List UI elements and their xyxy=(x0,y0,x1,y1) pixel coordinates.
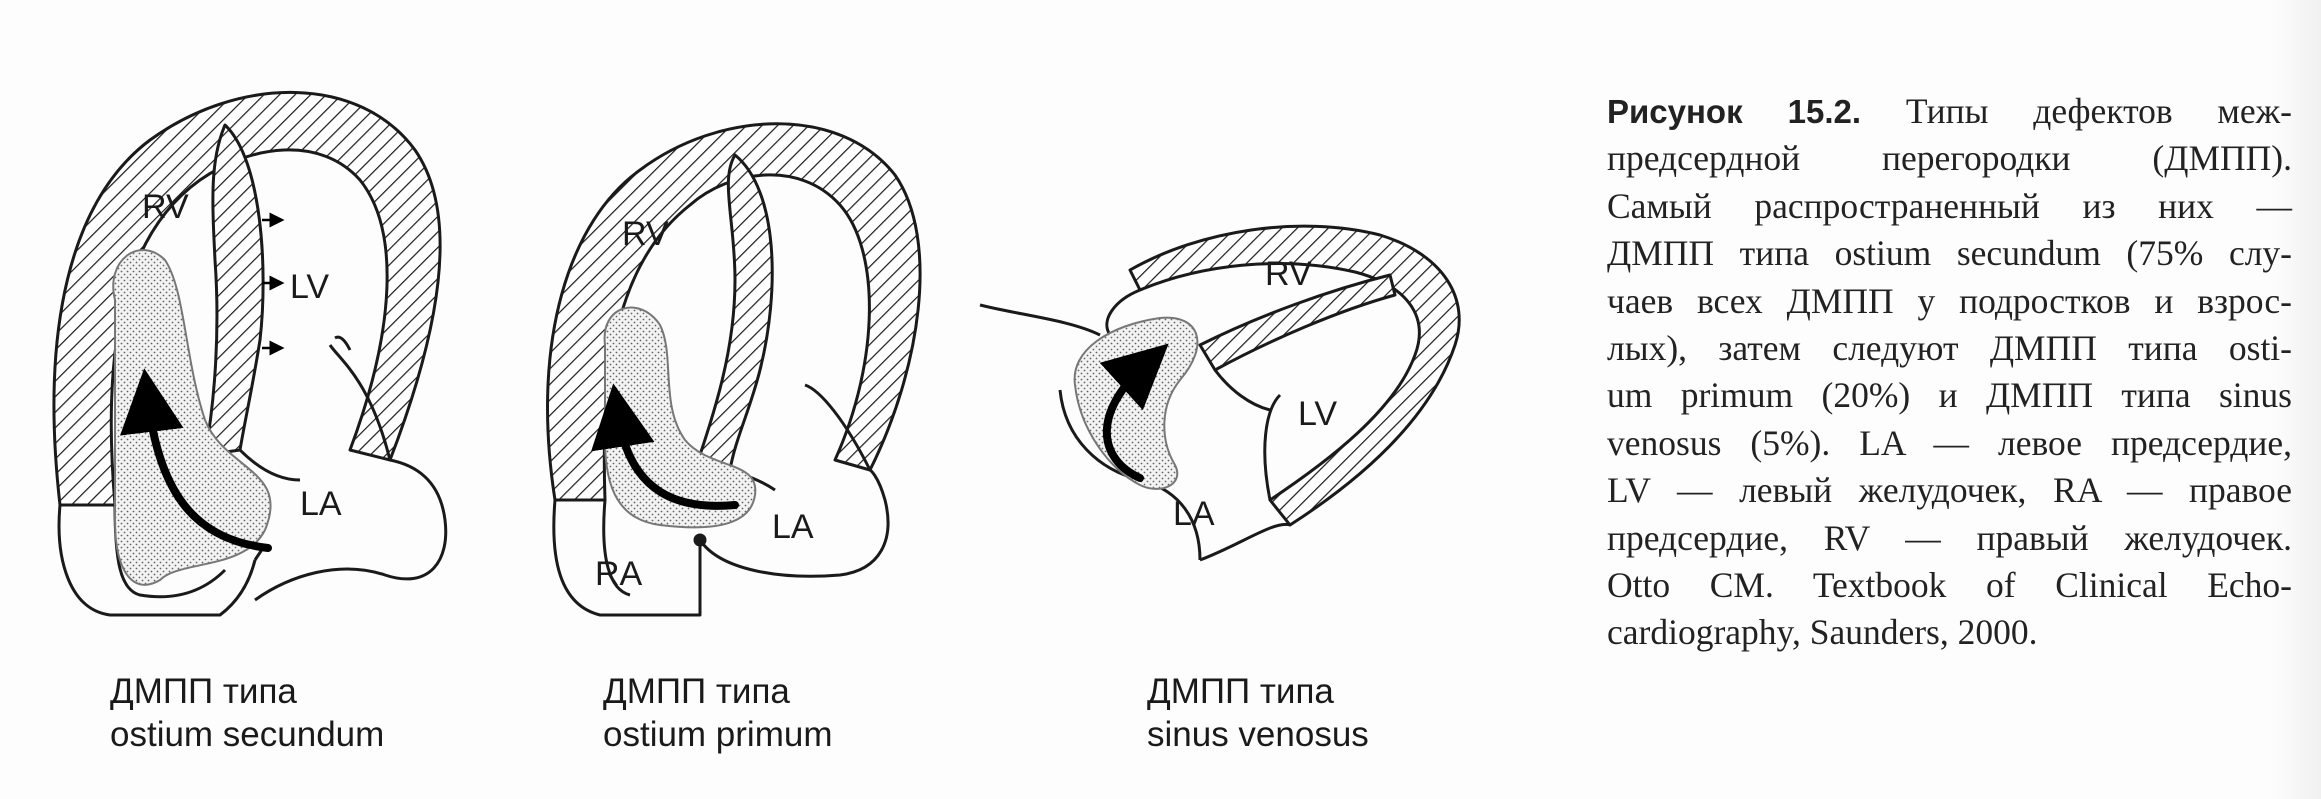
page-edge-shadow xyxy=(2271,0,2321,799)
ventricle-wall xyxy=(1128,224,1461,527)
caption-line: ДМПП типа ostium secundum (75% слу- xyxy=(1607,233,2292,274)
label-la-2: LA xyxy=(772,508,814,546)
flow-arrow xyxy=(1099,343,1169,482)
ventricular-septum xyxy=(1198,273,1397,372)
shunt-region xyxy=(112,249,272,586)
label-la-1: LA xyxy=(300,485,342,523)
panel-caption-secundum: ДМПП типа ostium secundum xyxy=(110,670,384,756)
panel-caption-sinus: ДМПП типа sinus venosus xyxy=(1147,670,1369,756)
caption-line: cardiography, Saunders, 2000. xyxy=(1607,612,2038,653)
flow-arrow xyxy=(591,383,739,510)
flow-arrow xyxy=(120,368,272,552)
ventricle-wall xyxy=(52,90,442,507)
panel-sinus-venosus xyxy=(979,224,1461,562)
panel-caption-line: ostium secundum xyxy=(110,715,385,754)
panel-caption-line: ДМПП типа xyxy=(110,672,297,711)
heart-diagrams: RV LV LA RV RA LA RV LV LA xyxy=(52,90,1461,617)
small-arrows xyxy=(262,212,285,356)
panel-caption-line: sinus venosus xyxy=(1147,715,1369,754)
caption-text: Типы дефектов меж- xyxy=(1905,91,2292,131)
ventricular-septum xyxy=(693,153,774,472)
panel-caption-primum: ДМПП типа ostium primum xyxy=(603,670,832,756)
panel-caption-line: ostium primum xyxy=(603,715,833,754)
panel-caption-line: ДМПП типа xyxy=(1147,672,1334,711)
caption-line: LV — левый желудочек, RA — правое xyxy=(1607,470,2292,511)
caption-line: Самый распространенный из них — xyxy=(1607,185,2292,226)
shunt-region xyxy=(1073,316,1199,490)
caption-line: предсердие, RV — правый желудочек. xyxy=(1607,517,2292,558)
panel-ostium-primum xyxy=(546,122,922,617)
caption-line: предсердной перегородки (ДМПП). xyxy=(1607,138,2292,179)
label-rv-1: RV xyxy=(142,188,189,226)
caption-line: Otto CM. Textbook of Clinical Echo- xyxy=(1607,565,2292,606)
ventricle-wall xyxy=(546,122,922,502)
caption-line: чаев всех ДМПП у подростков и взрос- xyxy=(1607,280,2292,321)
ventricular-septum xyxy=(203,123,265,457)
caption-line: Рисунок 15.2. Типы дефектов меж- xyxy=(1607,88,2292,135)
figure-caption: Рисунок 15.2. Типы дефектов меж- предсер… xyxy=(1607,88,2292,657)
panel-ostium-secundum xyxy=(52,90,448,617)
label-lv-1: LV xyxy=(290,268,329,306)
caption-line: лых), затем следуют ДМПП типа osti- xyxy=(1607,328,2292,369)
label-ra-2: RA xyxy=(595,555,643,593)
label-lv-3: LV xyxy=(1298,395,1337,433)
caption-lead: Рисунок 15.2. xyxy=(1607,93,1862,130)
panel-caption-line: ДМПП типа xyxy=(603,672,790,711)
label-la-3: LA xyxy=(1173,495,1215,533)
caption-line: um primum (20%) и ДМПП типа sinus xyxy=(1607,375,2292,416)
label-rv-3: RV xyxy=(1265,255,1312,293)
label-rv-2: RV xyxy=(622,215,669,253)
caption-line: venosus (5%). LA — левое предсердие, xyxy=(1607,422,2292,463)
